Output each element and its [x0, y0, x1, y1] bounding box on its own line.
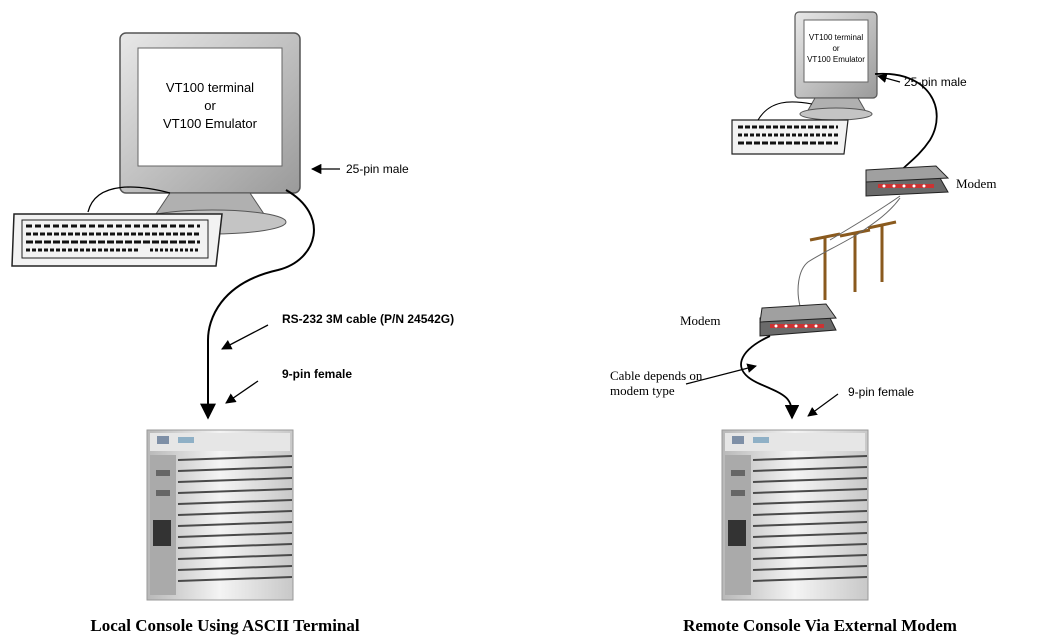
- right-caption: Remote Console Via External Modem: [683, 616, 957, 635]
- right-top-modem: [865, 165, 950, 197]
- right-keyboard-cable: [757, 101, 813, 121]
- right-9pin-label: 9-pin female: [848, 385, 914, 399]
- right-top-modem-label: Modem: [956, 176, 996, 191]
- right-25pin-label: 25-pin male: [904, 75, 967, 89]
- right-cable-arrow: [685, 363, 757, 385]
- right-monitor-text-line3: VT100 Emulator: [807, 55, 865, 64]
- right-monitor-text-line2: or: [832, 44, 839, 53]
- left-serial-cable: [200, 189, 315, 420]
- right-keyboard: [731, 119, 849, 155]
- left-monitor-text-line2: or: [204, 98, 216, 113]
- right-serial-cable: [740, 335, 800, 420]
- right-server: [721, 429, 869, 601]
- left-server: [146, 429, 294, 601]
- left-caption: Local Console Using ASCII Terminal: [90, 616, 359, 635]
- right-bottom-modem: [759, 303, 837, 337]
- right-9pin-arrow: [807, 393, 839, 417]
- right-monitor-cable: [874, 72, 938, 173]
- left-keyboard-cable: [87, 186, 171, 213]
- right-cable-label-line1: Cable depends on: [610, 368, 703, 383]
- telephone-poles: [809, 220, 897, 300]
- right-25pin-arrow: [877, 73, 901, 83]
- left-cable-label: RS-232 3M cable (P/N 24542G): [282, 312, 454, 326]
- right-cable-label-line2: modem type: [610, 383, 675, 398]
- left-9pin-label: 9-pin female: [282, 367, 352, 381]
- left-monitor: VT100 terminal or VT100 Emulator: [119, 32, 301, 235]
- left-25pin-label: 25-pin male: [346, 162, 409, 176]
- left-9pin-arrow: [225, 380, 259, 404]
- right-panel: VT100 terminal or VT100 Emulator 25-pin …: [610, 11, 996, 635]
- left-monitor-text-line1: VT100 terminal: [166, 80, 254, 95]
- phone-line-2: [829, 195, 901, 241]
- phone-line: [797, 197, 901, 307]
- left-cable-arrow: [221, 324, 269, 350]
- right-bottom-modem-label: Modem: [680, 313, 720, 328]
- left-panel: VT100 terminal or VT100 Emulator 25-pin …: [11, 32, 454, 635]
- right-monitor-text-line1: VT100 terminal: [809, 33, 863, 42]
- right-monitor: VT100 terminal or VT100 Emulator: [794, 11, 878, 121]
- left-keyboard: [11, 213, 223, 267]
- left-monitor-text-line3: VT100 Emulator: [163, 116, 258, 131]
